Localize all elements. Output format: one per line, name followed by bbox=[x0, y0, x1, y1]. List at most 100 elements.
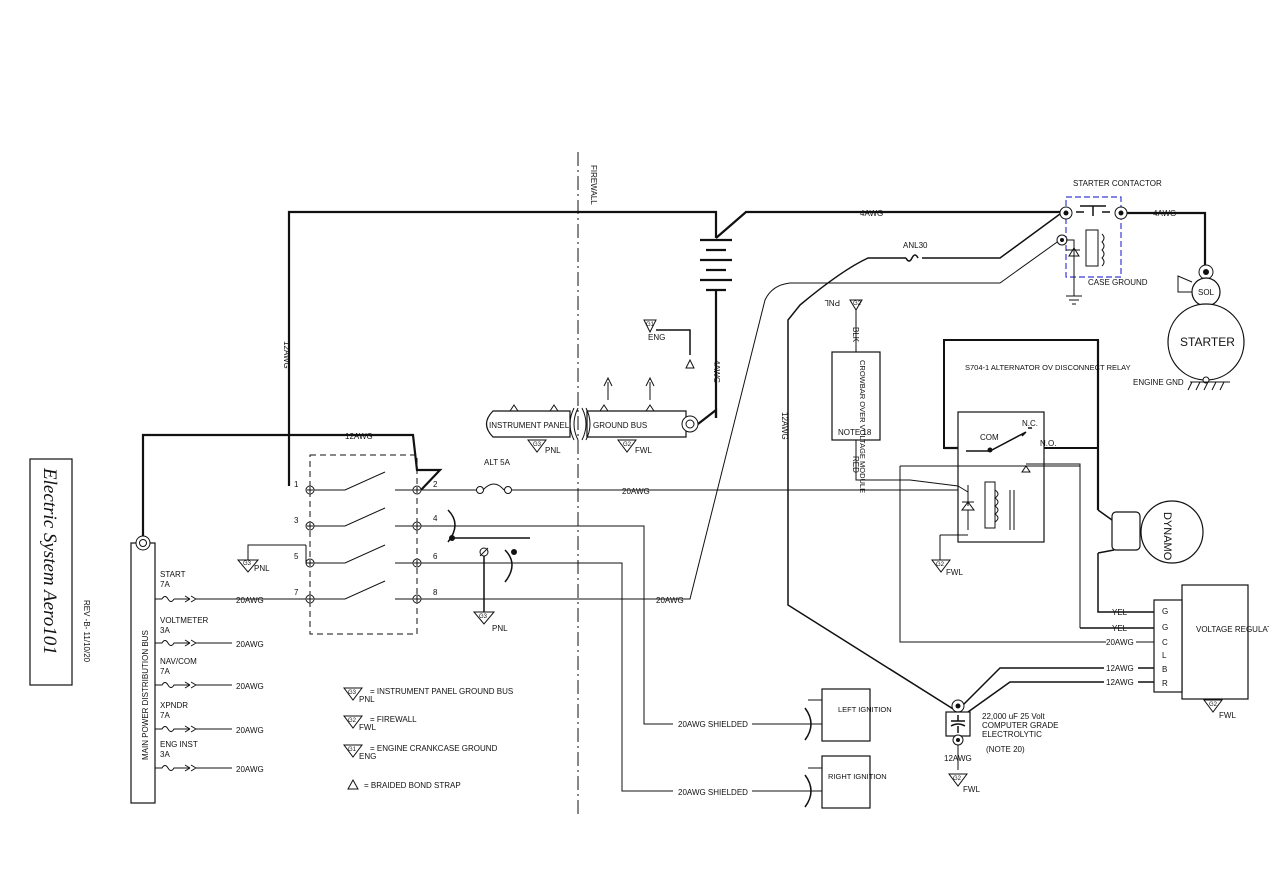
legend-item-bond-strap: = BRAIDED BOND STRAP bbox=[347, 778, 461, 790]
svg-text:G1: G1 bbox=[348, 747, 357, 753]
starter-label: STARTER bbox=[1180, 335, 1235, 349]
svg-text:B: B bbox=[1162, 665, 1167, 674]
svg-text:FWL: FWL bbox=[963, 785, 980, 794]
breaker-xpndr: XPNDR 7A 20AWG bbox=[155, 701, 264, 735]
breaker-name: START bbox=[160, 570, 186, 579]
g1-eng-ground: G1 ENG bbox=[643, 319, 695, 369]
svg-text:FWL: FWL bbox=[359, 723, 376, 732]
left-ign-wire-label: 20AWG SHIELDED bbox=[678, 720, 748, 729]
left-ignition: LEFT IGNITION bbox=[821, 688, 892, 742]
svg-text:L: L bbox=[1162, 651, 1167, 660]
note18-label: NOTE 18 bbox=[838, 428, 872, 437]
dynamo: DYNAMO bbox=[1080, 500, 1204, 629]
crowbar-module: G2 PNL BLK CROWBAR OVER VOLTAGE MODULE N… bbox=[824, 298, 959, 493]
term-8: 8 bbox=[433, 588, 438, 597]
breaker-name: VOLTMETER bbox=[160, 616, 209, 625]
dynamo-label: DYNAMO bbox=[1161, 512, 1173, 561]
breaker-wire: 20AWG bbox=[236, 682, 264, 691]
title-block: Electric System Aero101 REV -B- 11/10/20 bbox=[29, 458, 91, 686]
svg-text:ENG: ENG bbox=[648, 333, 665, 342]
ground-bus-label: GROUND BUS bbox=[593, 421, 647, 430]
svg-text:ENG: ENG bbox=[359, 752, 376, 761]
crowbar-label: CROWBAR OVER VOLTAGE MODULE bbox=[858, 360, 867, 493]
main-power-bus: MAIN POWER DISTRIBUTION BUS bbox=[130, 535, 156, 804]
wire-label-12awg: 12AWG bbox=[282, 341, 291, 369]
svg-text:12AWG: 12AWG bbox=[1106, 678, 1134, 687]
svg-text:PNL: PNL bbox=[492, 624, 508, 633]
master-switch: 1 2 3 4 5 6 7 8 bbox=[294, 454, 438, 635]
capacitor-label: 22,000 uF 25 Volt COMPUTER GRADE ELECTRO… bbox=[982, 712, 1059, 739]
svg-text:S704-1 ALTERNATOR OV DISCONNEC: S704-1 ALTERNATOR OV DISCONNECT RELAY bbox=[965, 363, 1131, 372]
right-ign-wire-label: 20AWG SHIELDED bbox=[678, 788, 748, 797]
legend-item-g3: G3 PNL = INSTRUMENT PANEL GROUND BUS bbox=[343, 687, 513, 704]
wire-battery-to-contactor bbox=[715, 210, 1066, 239]
wire-battery-to-switch bbox=[287, 210, 718, 486]
legend: G3 PNL = INSTRUMENT PANEL GROUND BUS G2 … bbox=[343, 687, 513, 790]
bus-label: MAIN POWER DISTRIBUTION BUS bbox=[141, 630, 150, 760]
svg-text:G1: G1 bbox=[646, 322, 655, 328]
breaker-rating: 3A bbox=[160, 750, 170, 759]
switch-terminals bbox=[305, 485, 422, 604]
breaker-wire: 20AWG bbox=[236, 726, 264, 735]
breaker-name: ENG INST bbox=[160, 740, 198, 749]
breaker-rating: 3A bbox=[160, 626, 170, 635]
instrument-panel-label: INSTRUMENT PANEL bbox=[489, 421, 570, 430]
term-3: 3 bbox=[294, 516, 299, 525]
ground-bus: INSTRUMENT PANEL GROUND BUS G3 PNL G2 FW… bbox=[485, 376, 718, 455]
term-6: 6 bbox=[433, 552, 438, 561]
term-4: 4 bbox=[433, 514, 438, 523]
svg-text:COM: COM bbox=[980, 433, 999, 442]
voltage-regulator: VOLTAGE REGULATOR G G C L B R YEL YEL 20… bbox=[899, 465, 1269, 720]
breaker-rating: 7A bbox=[160, 580, 170, 589]
svg-text:G2: G2 bbox=[853, 301, 862, 307]
svg-text:G: G bbox=[1162, 623, 1168, 632]
ignition-wiring: G3 PNL 20AWG SHIELDED 20AWG SHIELDED bbox=[421, 509, 822, 808]
svg-text:R: R bbox=[1162, 679, 1168, 688]
wire-start bbox=[421, 239, 1061, 600]
svg-text:G: G bbox=[1162, 607, 1168, 616]
svg-text:G3: G3 bbox=[243, 561, 252, 567]
breaker-start: START 7A 20AWG bbox=[155, 570, 300, 605]
breaker-name: XPNDR bbox=[160, 701, 188, 710]
breaker-rating: 7A bbox=[160, 667, 170, 676]
ov-relay: S704-1 ALTERNATOR OV DISCONNECT RELAY CO… bbox=[931, 339, 1131, 628]
svg-text:N.C.: N.C. bbox=[1022, 419, 1038, 428]
term-5: 5 bbox=[294, 552, 299, 561]
svg-text:G3: G3 bbox=[348, 690, 357, 696]
svg-text:YEL: YEL bbox=[1112, 624, 1128, 633]
term-2: 2 bbox=[433, 480, 438, 489]
svg-text:20AWG: 20AWG bbox=[1106, 638, 1134, 647]
svg-text:RED: RED bbox=[851, 456, 860, 473]
battery-wire-label: 4AWG bbox=[712, 360, 721, 383]
breaker-enginst: ENG INST 3A 20AWG bbox=[155, 740, 264, 774]
svg-text:FWL: FWL bbox=[946, 568, 963, 577]
svg-text:4AWG: 4AWG bbox=[1153, 209, 1176, 218]
svg-text:G3: G3 bbox=[533, 442, 542, 448]
svg-text:CASE GROUND: CASE GROUND bbox=[1088, 278, 1148, 287]
svg-text:LEFT IGNITION: LEFT IGNITION bbox=[838, 705, 892, 714]
svg-text:12AWG: 12AWG bbox=[944, 754, 972, 763]
svg-text:G2: G2 bbox=[936, 562, 945, 568]
breaker-navcom: NAV/COM 7A 20AWG bbox=[155, 657, 264, 691]
svg-text:STARTER CONTACTOR: STARTER CONTACTOR bbox=[1073, 179, 1162, 188]
svg-text:PNL: PNL bbox=[545, 446, 561, 455]
anl30-fuse: ANL30 12AWG bbox=[780, 213, 1061, 713]
svg-text:G2: G2 bbox=[1209, 702, 1218, 708]
wire-label-4awg: 4AWG bbox=[860, 209, 883, 218]
engine-gnd-label: ENGINE GND bbox=[1133, 378, 1184, 387]
svg-text:PNL: PNL bbox=[824, 298, 840, 307]
diagram-title: Electric System Aero101 bbox=[39, 467, 60, 655]
svg-text:G3: G3 bbox=[479, 614, 488, 620]
svg-text:C: C bbox=[1162, 638, 1168, 647]
wire-switch-to-bus bbox=[141, 433, 443, 536]
legend-item-g1: G1 ENG = ENGINE CRANKCASE GROUND bbox=[343, 744, 498, 761]
revision-label: REV -B- 11/10/20 bbox=[82, 600, 91, 663]
breaker-voltmeter: VOLTMETER 3A 20AWG bbox=[155, 616, 264, 649]
alt-label: ALT 5A bbox=[484, 458, 511, 467]
sol-label: SOL bbox=[1198, 288, 1215, 297]
capacitor: 12AWG G2 FWL 22,000 uF 25 Volt COMPUTER … bbox=[944, 699, 1059, 794]
firewall-label: FIREWALL bbox=[589, 165, 598, 205]
svg-text:VOLTAGE REGULATOR: VOLTAGE REGULATOR bbox=[1196, 625, 1269, 634]
svg-text:= BRAIDED BOND STRAP: = BRAIDED BOND STRAP bbox=[364, 781, 461, 790]
breaker-rating: 7A bbox=[160, 711, 170, 720]
